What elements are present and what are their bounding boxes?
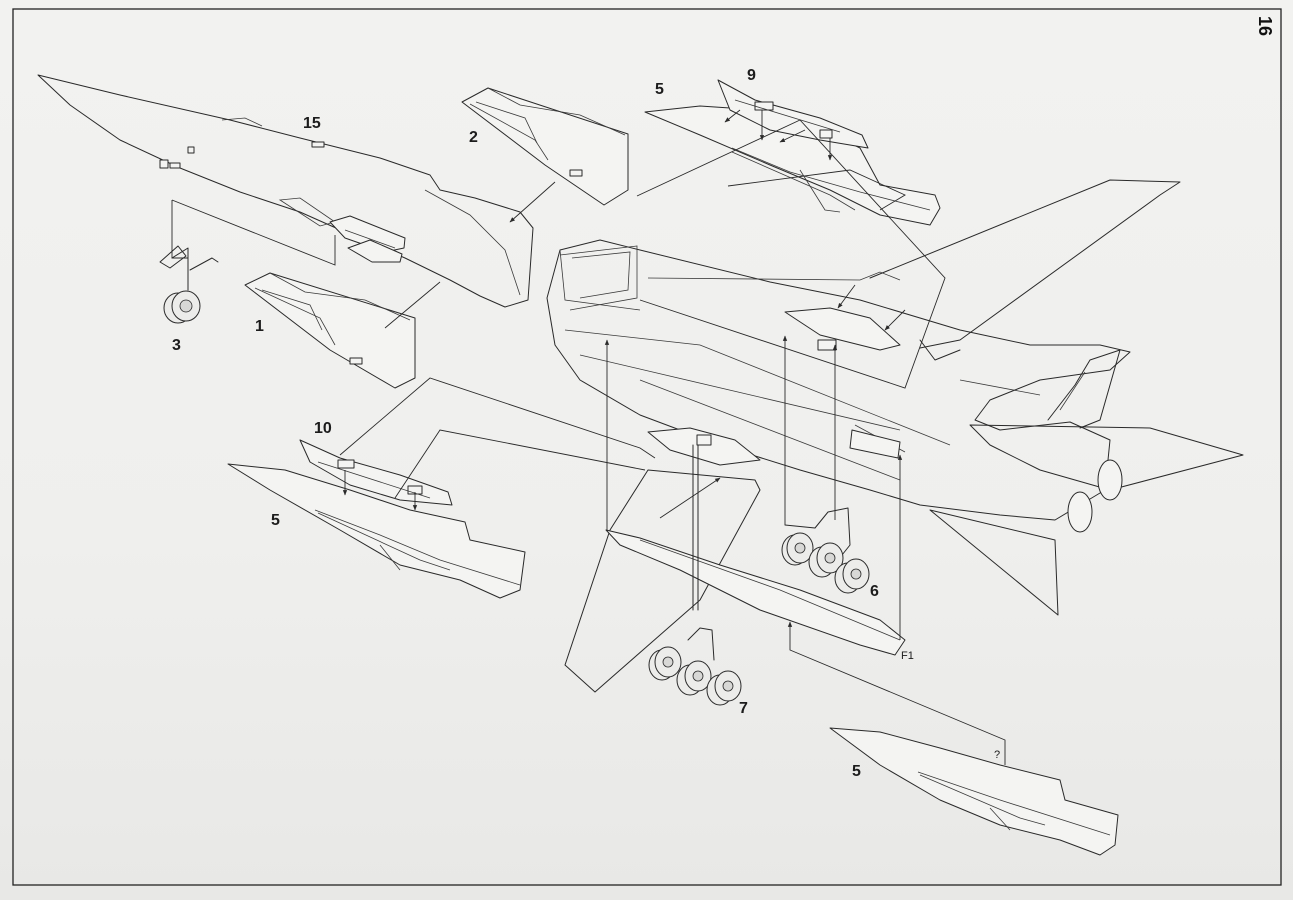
missile-left [227, 463, 526, 599]
label-part-2: 2 [469, 129, 478, 146]
nose-fuselage [37, 74, 534, 308]
label-part-1: 1 [255, 318, 264, 335]
label-part-9: 9 [747, 67, 756, 84]
label-part-5-top: 5 [655, 81, 664, 98]
main-gear-left [648, 444, 742, 706]
main-fuselage [546, 239, 1131, 521]
centerline-missile [605, 529, 906, 656]
label-part-5-bottom: 5 [852, 763, 861, 780]
nose-gear [159, 245, 219, 324]
wing-right [869, 179, 1181, 361]
label-part-3: 3 [172, 337, 181, 354]
page-number: 16 [1255, 16, 1275, 36]
label-question: ? [994, 749, 1000, 761]
page-frame [12, 8, 1282, 886]
label-part-7: 7 [739, 700, 748, 717]
pylon-left [299, 439, 453, 506]
label-part-15: 15 [303, 115, 321, 132]
tail-fin [1047, 349, 1121, 429]
missile-bottom [829, 727, 1119, 856]
label-part-10: 10 [314, 420, 332, 437]
main-gear-right [781, 507, 870, 594]
label-part-5-left: 5 [271, 512, 280, 529]
intake-right [461, 87, 629, 206]
stabilizer-lower [929, 509, 1059, 616]
label-f1: F1 [901, 650, 914, 662]
label-part-6: 6 [870, 583, 879, 600]
wing-left [564, 469, 761, 693]
pylon-top [717, 79, 869, 149]
intake-left [244, 272, 416, 389]
